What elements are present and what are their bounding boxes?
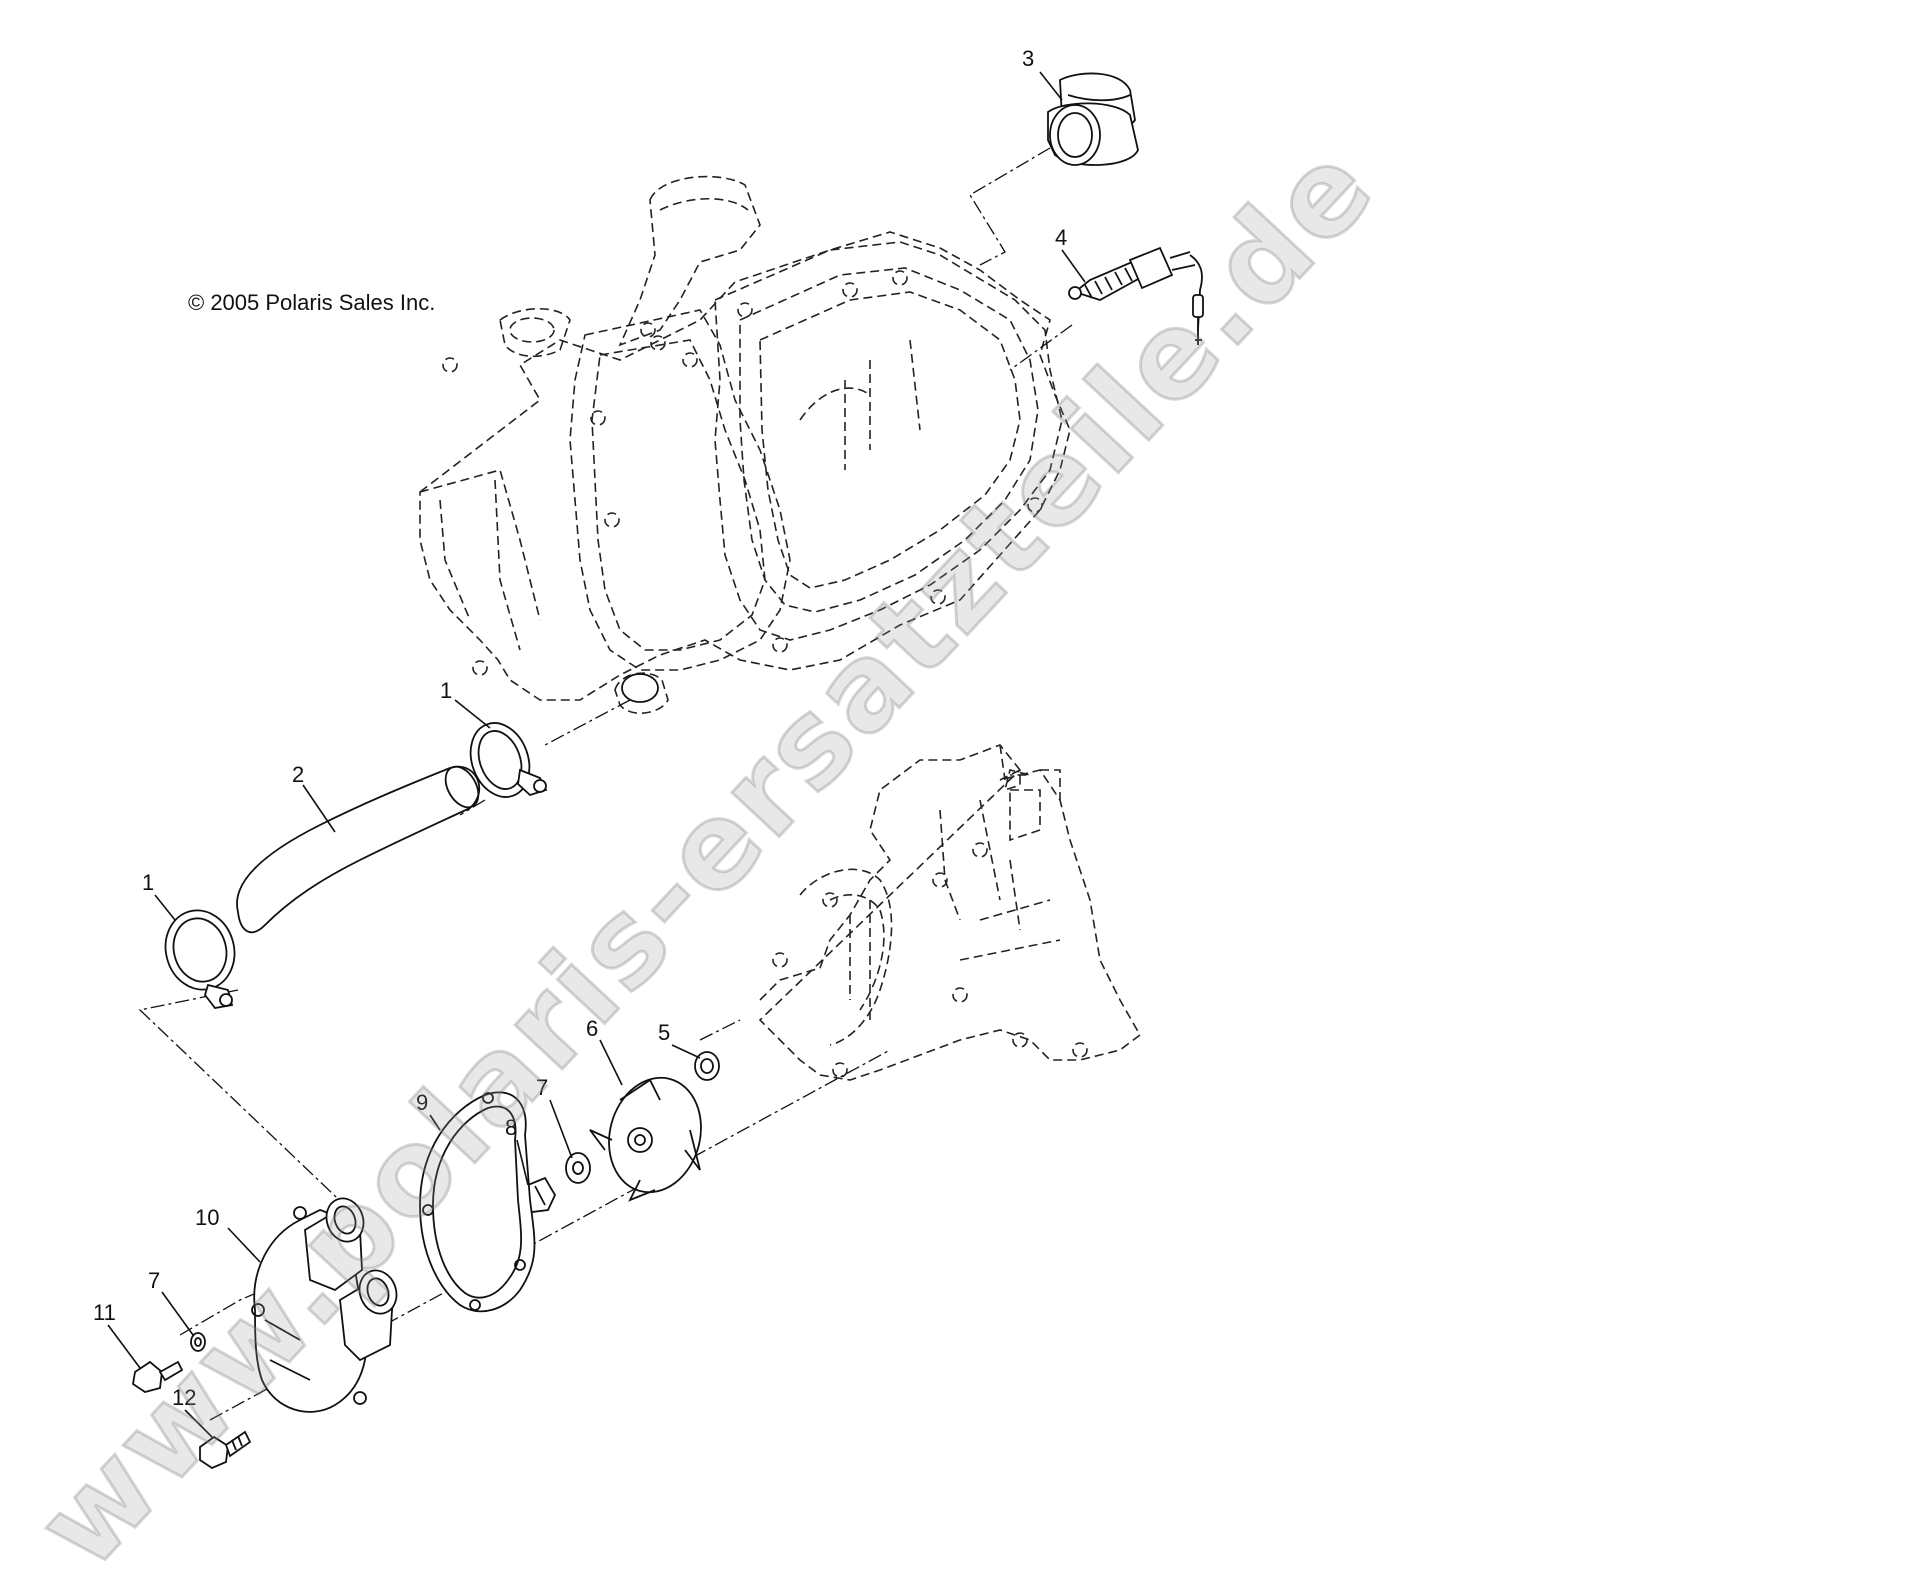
part-12-bolt bbox=[199, 1430, 252, 1470]
part-7-washer-lower bbox=[190, 1332, 206, 1352]
callout-6: 6 bbox=[586, 1016, 598, 1041]
part-2-hose bbox=[236, 765, 481, 934]
callout-1-lower: 1 bbox=[142, 870, 154, 895]
callout-1-upper: 1 bbox=[440, 678, 452, 703]
part-10-pump-cover bbox=[251, 1197, 398, 1413]
part-3-thermostat bbox=[1047, 72, 1139, 166]
leader-lines bbox=[107, 71, 1086, 1438]
copyright-notice: © 2005 Polaris Sales Inc. bbox=[188, 290, 436, 315]
cylinder-head-ghost bbox=[419, 175, 1071, 714]
crankcase-ghost bbox=[758, 744, 1142, 1081]
part-1-clamp-upper bbox=[469, 722, 548, 798]
callout-10: 10 bbox=[195, 1205, 219, 1230]
callout-12: 12 bbox=[172, 1385, 196, 1410]
callout-9: 9 bbox=[416, 1090, 428, 1115]
callout-3: 3 bbox=[1022, 46, 1034, 71]
callout-7-upper: 7 bbox=[536, 1075, 548, 1100]
callouts: 3 4 1 2 1 6 5 7 8 9 10 7 11 12 bbox=[93, 46, 1067, 1410]
part-5-seal bbox=[694, 1051, 720, 1081]
part-9-gasket bbox=[419, 1091, 536, 1313]
part-1-clamp-lower bbox=[164, 909, 236, 1009]
callout-8: 8 bbox=[505, 1115, 517, 1140]
part-11-bolt bbox=[132, 1360, 184, 1393]
assembly-lines bbox=[138, 147, 1073, 1421]
exploded-parts-diagram: 3 4 1 2 1 6 5 7 8 9 10 7 11 12 bbox=[93, 46, 1204, 1470]
callout-11: 11 bbox=[93, 1300, 116, 1325]
callout-2: 2 bbox=[292, 762, 304, 787]
part-4-temp-sensor bbox=[1068, 246, 1204, 345]
callout-7-lower: 7 bbox=[148, 1268, 160, 1293]
part-7-washer-upper bbox=[565, 1152, 591, 1184]
callout-5: 5 bbox=[658, 1020, 670, 1045]
callout-4: 4 bbox=[1055, 225, 1067, 250]
part-6-impeller bbox=[589, 1076, 702, 1202]
